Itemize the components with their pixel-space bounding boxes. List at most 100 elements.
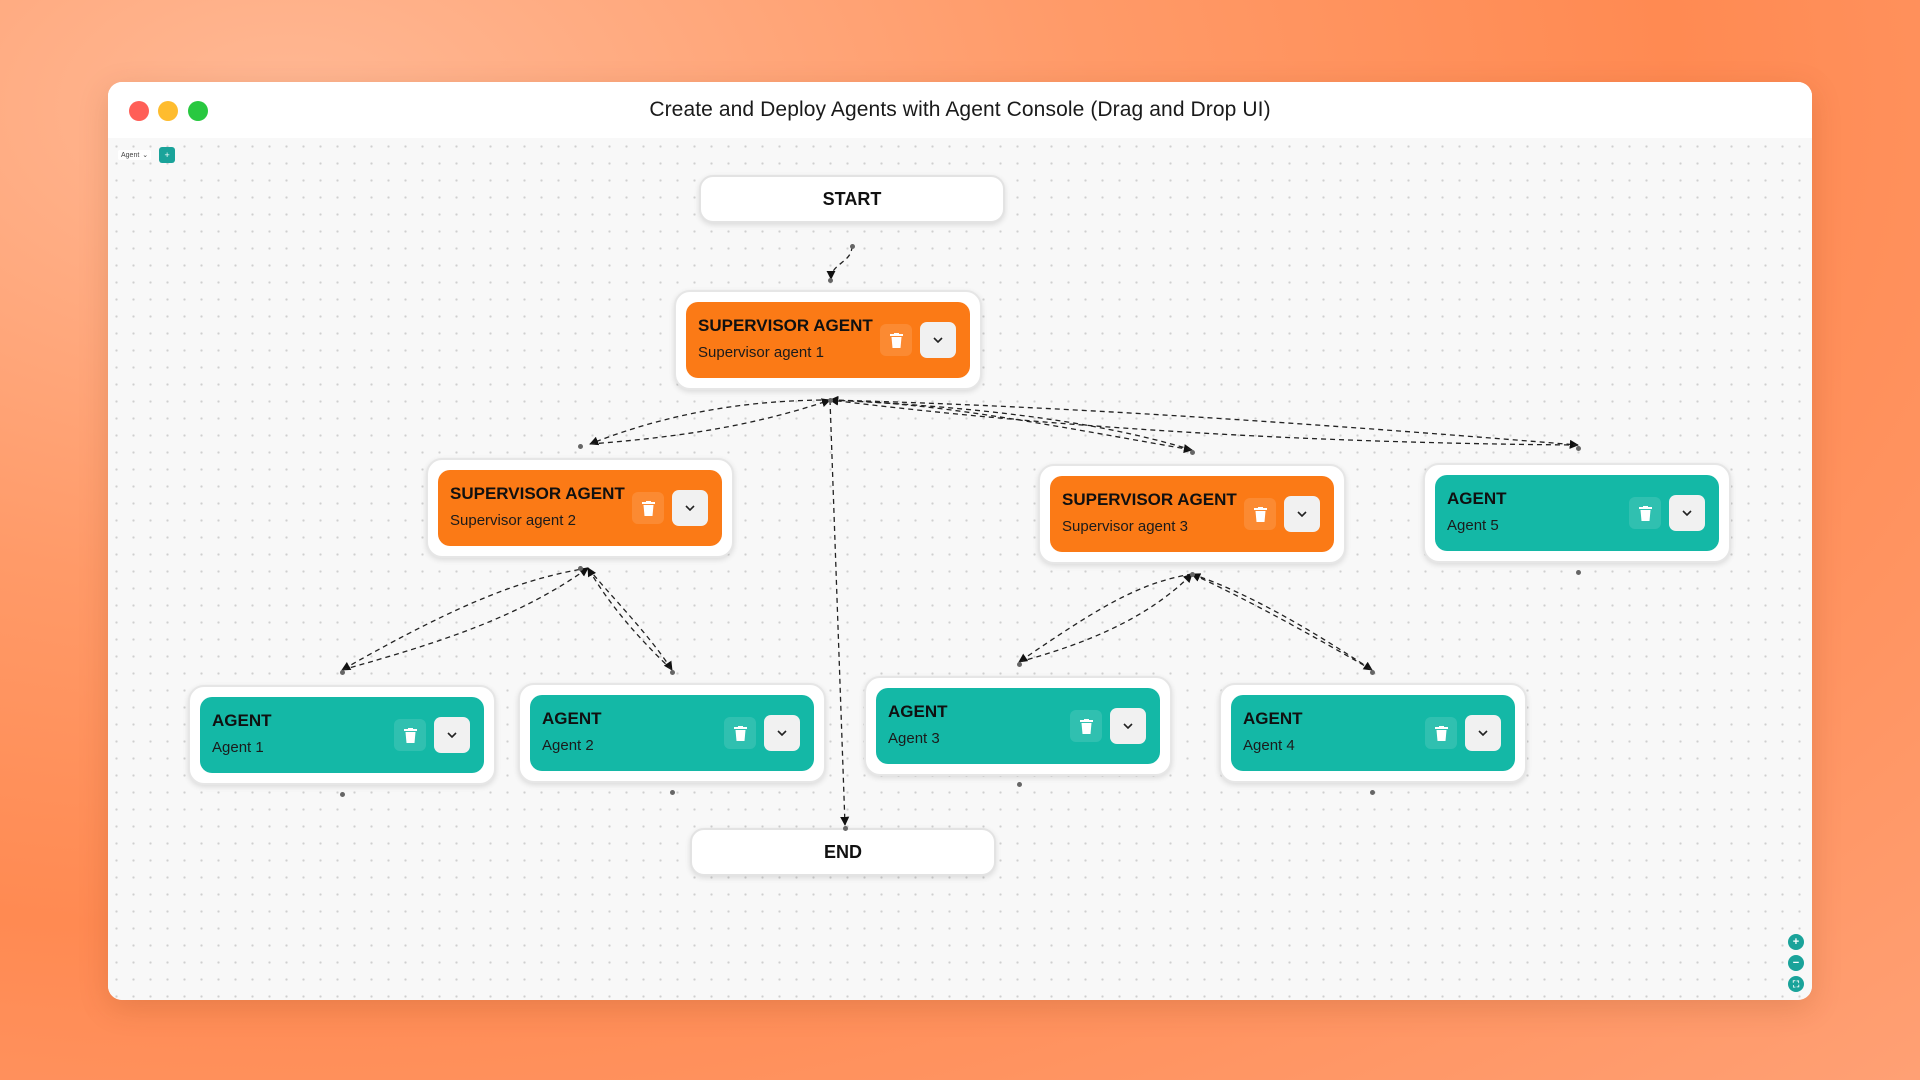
edge-supervisor-1-to-agent-5 — [829, 399, 1579, 449]
chevron-down-icon — [777, 730, 787, 736]
title-bar: Create and Deploy Agents with Agent Cons… — [108, 82, 1812, 139]
maximize-window-button[interactable] — [188, 101, 208, 121]
add-node-button[interactable]: + — [159, 147, 176, 163]
start-node[interactable]: START — [699, 175, 1005, 223]
expand-node-button[interactable] — [672, 490, 708, 526]
node-label: Agent 4 — [1243, 737, 1295, 754]
agent-5-input-handle[interactable] — [1576, 446, 1581, 451]
node-label: Agent 5 — [1447, 517, 1499, 534]
edge-agent-1-to-supervisor-2 — [341, 567, 589, 671]
expand-node-button[interactable] — [1284, 496, 1320, 532]
edge-supervisor-2-to-agent-1 — [341, 567, 589, 671]
flow-canvas[interactable]: Agent ⌄ + — [108, 138, 1812, 1000]
chevron-down-icon — [1478, 730, 1488, 736]
edge-supervisor-3-to-agent-4 — [1191, 573, 1373, 671]
start-output-handle[interactable] — [850, 244, 855, 249]
edge-supervisor-3-to-agent-3 — [1018, 573, 1193, 663]
node-type: SUPERVISOR AGENT — [1062, 490, 1237, 509]
agent-1-input-handle[interactable] — [340, 670, 345, 675]
end-input-handle[interactable] — [843, 826, 848, 831]
node-type: AGENT — [212, 711, 272, 730]
delete-node-button[interactable] — [1070, 710, 1102, 742]
delete-node-button[interactable] — [1425, 717, 1457, 749]
delete-node-button[interactable] — [1244, 498, 1276, 530]
supervisor-1-output-handle[interactable] — [828, 398, 833, 403]
edge-agent-5-to-supervisor-1 — [829, 396, 1579, 446]
supervisor-1-input-handle[interactable] — [828, 278, 833, 283]
chevron-down-icon — [1123, 723, 1133, 729]
supervisor-agent-1-node[interactable]: SUPERVISOR AGENT Supervisor agent 1 — [674, 290, 982, 390]
supervisor-2-input-handle[interactable] — [578, 444, 583, 449]
trash-icon — [1434, 725, 1448, 741]
expand-node-button[interactable] — [920, 322, 956, 358]
expand-node-button[interactable] — [1465, 715, 1501, 751]
canvas-toolbar: Agent ⌄ + — [118, 147, 176, 163]
window-title: Create and Deploy Agents with Agent Cons… — [649, 98, 1271, 121]
agent-2-input-handle[interactable] — [670, 670, 675, 675]
agent-1-output-handle[interactable] — [340, 792, 345, 797]
fit-view-button[interactable]: ⛶ — [1788, 976, 1804, 992]
edge-supervisor-1-to-supervisor-2 — [589, 399, 831, 446]
supervisor-2-output-handle[interactable] — [578, 566, 583, 571]
node-body: SUPERVISOR AGENT Supervisor agent 3 — [1050, 476, 1334, 552]
chevron-down-icon — [1297, 511, 1307, 517]
agent-3-node[interactable]: AGENT Agent 3 — [864, 676, 1172, 776]
close-window-button[interactable] — [129, 101, 149, 121]
delete-node-button[interactable] — [632, 492, 664, 524]
agent-type-select-value: Agent — [121, 151, 140, 159]
expand-node-button[interactable] — [1669, 495, 1705, 531]
node-body: AGENT Agent 3 — [876, 688, 1160, 764]
edge-agent-3-to-supervisor-3 — [1018, 573, 1193, 663]
delete-node-button[interactable] — [724, 717, 756, 749]
node-type: AGENT — [1243, 709, 1303, 728]
delete-node-button[interactable] — [1629, 497, 1661, 529]
agent-4-node[interactable]: AGENT Agent 4 — [1219, 683, 1527, 783]
expand-node-button[interactable] — [434, 717, 470, 753]
node-type: AGENT — [542, 709, 602, 728]
agent-5-output-handle[interactable] — [1576, 570, 1581, 575]
edge-agent-2-to-supervisor-2 — [587, 567, 673, 671]
node-type: AGENT — [1447, 489, 1507, 508]
agent-2-output-handle[interactable] — [670, 790, 675, 795]
agent-1-node[interactable]: AGENT Agent 1 — [188, 685, 496, 785]
node-body: SUPERVISOR AGENT Supervisor agent 2 — [438, 470, 722, 546]
delete-node-button[interactable] — [394, 719, 426, 751]
trash-icon — [641, 500, 655, 516]
agent-4-output-handle[interactable] — [1370, 790, 1375, 795]
minimize-window-button[interactable] — [158, 101, 178, 121]
agent-3-output-handle[interactable] — [1017, 782, 1022, 787]
supervisor-3-output-handle[interactable] — [1190, 572, 1195, 577]
trash-icon — [1079, 718, 1093, 734]
trash-icon — [1638, 505, 1652, 521]
node-body: AGENT Agent 4 — [1231, 695, 1515, 771]
chevron-down-icon — [685, 505, 695, 511]
edge-supervisor-2-to-supervisor-1 — [589, 398, 831, 445]
agent-2-node[interactable]: AGENT Agent 2 — [518, 683, 826, 783]
expand-node-button[interactable] — [1110, 708, 1146, 744]
node-body: SUPERVISOR AGENT Supervisor agent 1 — [686, 302, 970, 378]
supervisor-agent-3-node[interactable]: SUPERVISOR AGENT Supervisor agent 3 — [1038, 464, 1346, 564]
end-node[interactable]: END — [690, 828, 996, 876]
delete-node-button[interactable] — [880, 324, 912, 356]
chevron-down-icon — [447, 732, 457, 738]
node-type: SUPERVISOR AGENT — [450, 484, 625, 503]
agent-4-input-handle[interactable] — [1370, 670, 1375, 675]
node-type: SUPERVISOR AGENT — [698, 316, 873, 335]
agent-3-input-handle[interactable] — [1017, 662, 1022, 667]
node-body: AGENT Agent 5 — [1435, 475, 1719, 551]
expand-node-button[interactable] — [764, 715, 800, 751]
node-label: Supervisor agent 1 — [698, 344, 824, 361]
trash-icon — [889, 332, 903, 348]
supervisor-agent-2-node[interactable]: SUPERVISOR AGENT Supervisor agent 2 — [426, 458, 734, 558]
zoom-in-button[interactable]: + — [1788, 934, 1804, 950]
chevron-down-icon: ⌄ — [142, 152, 149, 159]
zoom-out-button[interactable]: − — [1788, 955, 1804, 971]
agent-type-select[interactable]: Agent ⌄ — [118, 150, 152, 160]
agent-5-node[interactable]: AGENT Agent 5 — [1423, 463, 1731, 563]
node-type: AGENT — [888, 702, 948, 721]
chevron-down-icon — [933, 337, 943, 343]
node-label: Supervisor agent 3 — [1062, 518, 1188, 535]
supervisor-3-input-handle[interactable] — [1190, 450, 1195, 455]
node-body: AGENT Agent 2 — [530, 695, 814, 771]
node-label: Agent 1 — [212, 739, 264, 756]
